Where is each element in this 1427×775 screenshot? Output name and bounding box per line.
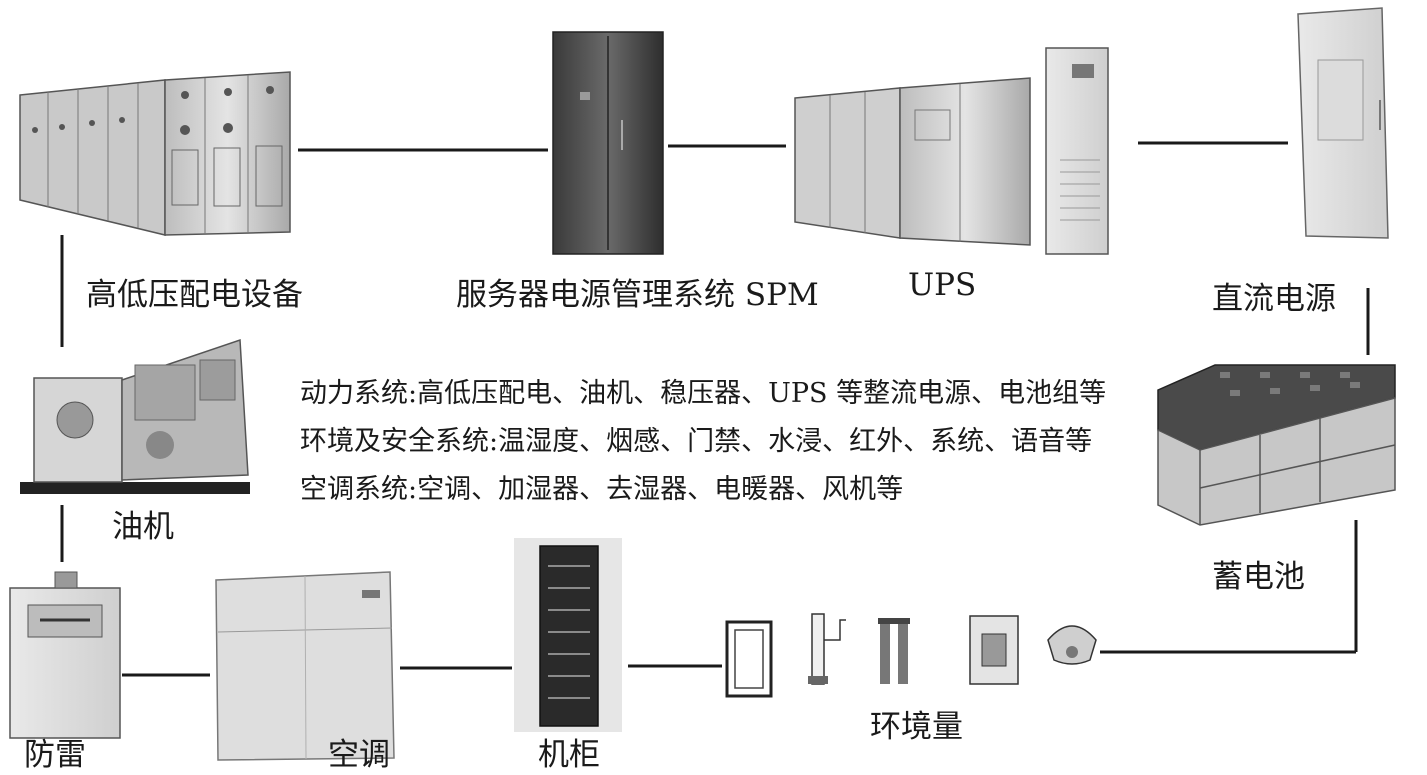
smoke-detector-icon <box>1047 625 1097 665</box>
air-conditioner-icon <box>215 571 395 761</box>
ups-icon <box>794 47 1109 255</box>
label-environment: 环境量 <box>870 709 963 745</box>
label-hv-lv-distribution: 高低压配电设备 <box>86 277 303 313</box>
door-sensor-icon <box>725 620 773 698</box>
label-generator: 油机 <box>112 509 174 545</box>
rack-cabinet-icon <box>514 538 622 732</box>
label-dc-power: 直流电源 <box>1212 281 1336 317</box>
water-sensor-icon <box>808 613 846 685</box>
connector-lines <box>60 141 1370 677</box>
info-environment-security: 环境及安全系统:温湿度、烟感、门禁、水浸、红外、系统、语音等 <box>300 426 1093 457</box>
switchgear-icon <box>19 71 291 236</box>
generator-icon <box>20 338 250 494</box>
battery-bank-icon <box>1157 364 1396 526</box>
label-battery: 蓄电池 <box>1212 559 1305 595</box>
spm-cabinet-icon <box>552 31 664 255</box>
env-sensors-icon <box>725 613 1097 698</box>
label-rack-cabinet: 机柜 <box>538 737 600 773</box>
label-air-conditioner: 空调 <box>328 737 390 773</box>
label-ups: UPS <box>908 267 977 303</box>
label-lightning-protection: 防雷 <box>24 737 86 773</box>
temperature-sensor-icon <box>878 618 910 684</box>
info-power-system: 动力系统:高低压配电、油机、稳压器、UPS 等整流电源、电池组等 <box>300 378 1107 409</box>
lightning-protector-icon <box>9 571 121 739</box>
dc-power-cabinet-icon <box>1297 7 1389 239</box>
info-air-conditioning: 空调系统:空调、加湿器、去湿器、电暖器、风机等 <box>300 474 904 505</box>
infrared-sensor-icon <box>969 615 1019 685</box>
label-spm: 服务器电源管理系统 SPM <box>456 277 819 313</box>
